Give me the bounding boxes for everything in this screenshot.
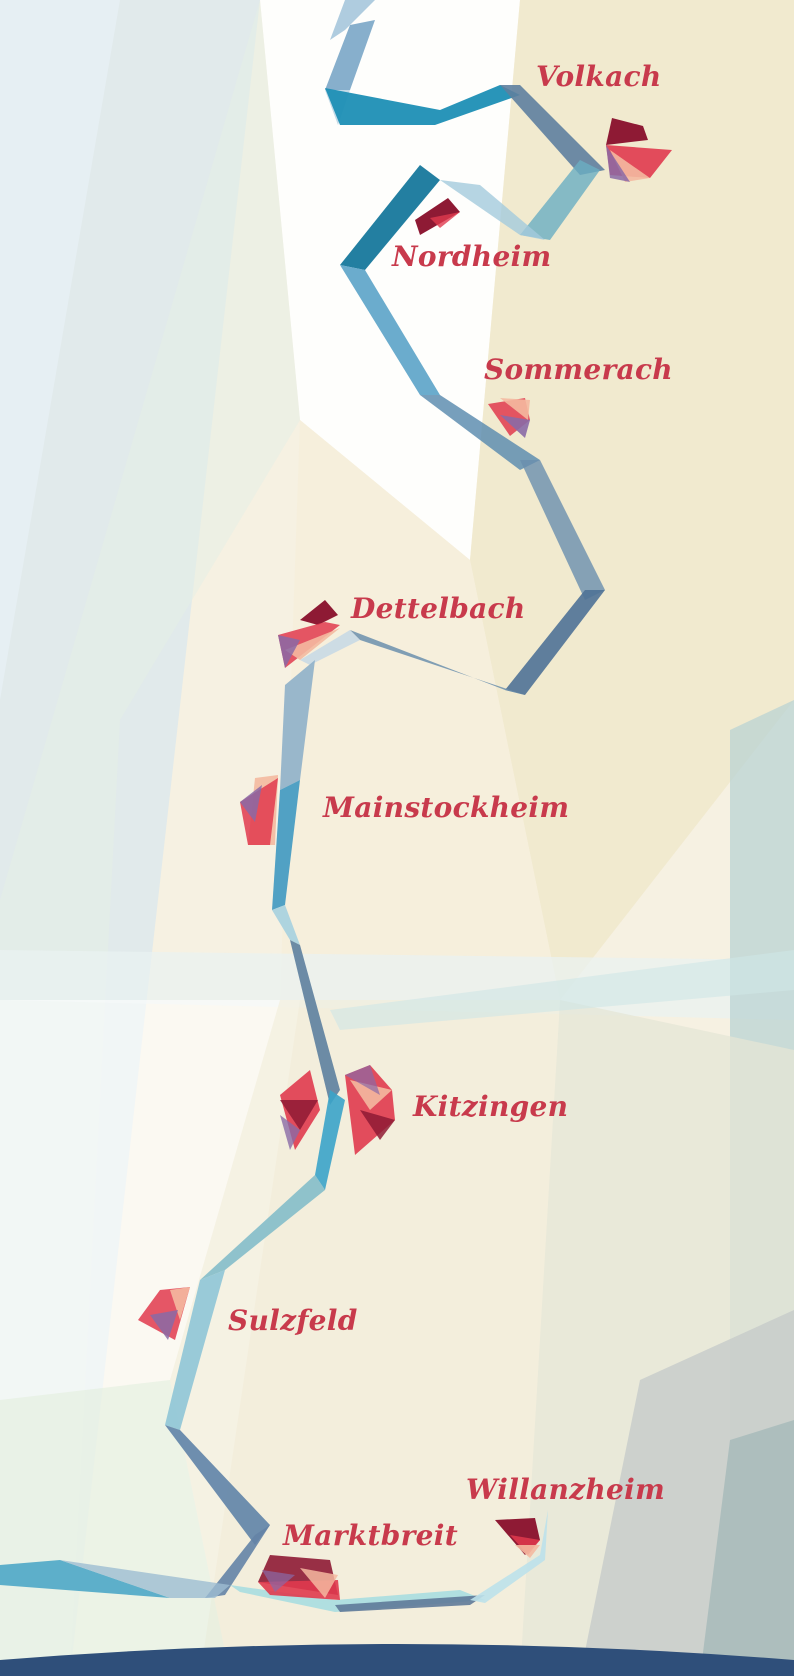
town-label-marktbreit: Marktbreit (283, 1519, 458, 1552)
willanzheim-marker (495, 1518, 540, 1558)
town-label-mainstockheim: Mainstockheim (323, 791, 570, 824)
mainstockheim-marker (240, 775, 278, 845)
sommerach-marker (488, 398, 530, 438)
sulzfeld-marker (138, 1287, 190, 1340)
town-label-dettelbach: Dettelbach (351, 592, 526, 625)
dettelbach-marker (278, 600, 340, 668)
nordheim-marker (415, 198, 460, 235)
town-label-sommerach: Sommerach (484, 353, 673, 386)
town-label-nordheim: Nordheim (392, 240, 552, 273)
kitzingen-marker (280, 1065, 395, 1155)
town-label-sulzfeld: Sulzfeld (228, 1304, 358, 1337)
marktbreit-marker (258, 1555, 340, 1600)
town-label-volkach: Volkach (536, 60, 662, 93)
town-label-willanzheim: Willanzheim (466, 1473, 665, 1506)
footer-arc (0, 1644, 794, 1676)
town-label-kitzingen: Kitzingen (413, 1090, 569, 1123)
volkach-marker (606, 118, 672, 182)
river-ribbon (0, 0, 605, 1612)
